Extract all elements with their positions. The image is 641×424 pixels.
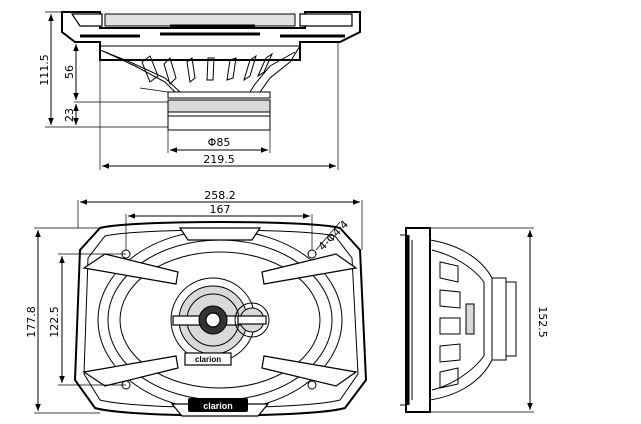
dim-side-width: 219.5 <box>203 153 235 166</box>
dim-height-total: 111.5 <box>38 54 51 86</box>
top-profile-view: 111.5 56 23 Φ85 219.5 <box>38 11 361 170</box>
front-view: clarion clarion 258.2 167 4-Φ4.4 177.8 1… <box>25 189 368 417</box>
dim-hole-spacing-height: 122.5 <box>48 306 61 338</box>
grille-bars <box>82 227 358 417</box>
dim-overall-width: 258.2 <box>204 189 236 202</box>
side-vent-slots <box>439 261 461 389</box>
dim-side-height: 152.5 <box>536 306 549 338</box>
dim-overall-height: 177.8 <box>25 306 38 338</box>
dim-height-upper: 56 <box>63 65 76 79</box>
dim-hole-spacing-width: 167 <box>210 203 231 216</box>
brand-frame-label: clarion <box>203 401 233 411</box>
brand-cone-label: clarion <box>195 355 221 364</box>
dim-magnet-diameter: Φ85 <box>208 136 231 149</box>
side-view: 152.5 <box>400 227 549 413</box>
basket-vent-slots <box>141 52 274 85</box>
dim-height-lower: 23 <box>63 108 76 122</box>
